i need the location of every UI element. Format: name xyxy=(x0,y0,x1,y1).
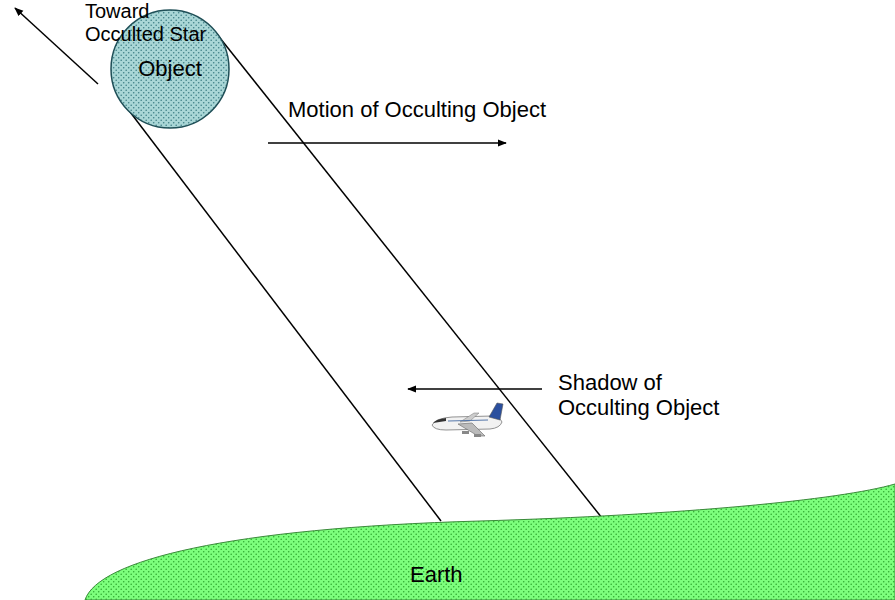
shadow-edge xyxy=(124,104,441,521)
node-text-holder: Earth xyxy=(410,562,463,587)
earth-label: Earth xyxy=(410,562,463,587)
node-outline xyxy=(80,478,895,600)
object-label: Object xyxy=(138,56,202,81)
annotation-label: Shadow of Occulting Object xyxy=(558,370,743,421)
airplane xyxy=(432,403,503,437)
annotation-label: Toward Occulted Star xyxy=(85,0,225,46)
shadow-edge xyxy=(216,33,602,518)
annotation-label: Motion of Occulting Object xyxy=(288,97,546,122)
shadow-pointer-arrow xyxy=(408,388,542,390)
earth-shape: Earth xyxy=(80,478,895,600)
